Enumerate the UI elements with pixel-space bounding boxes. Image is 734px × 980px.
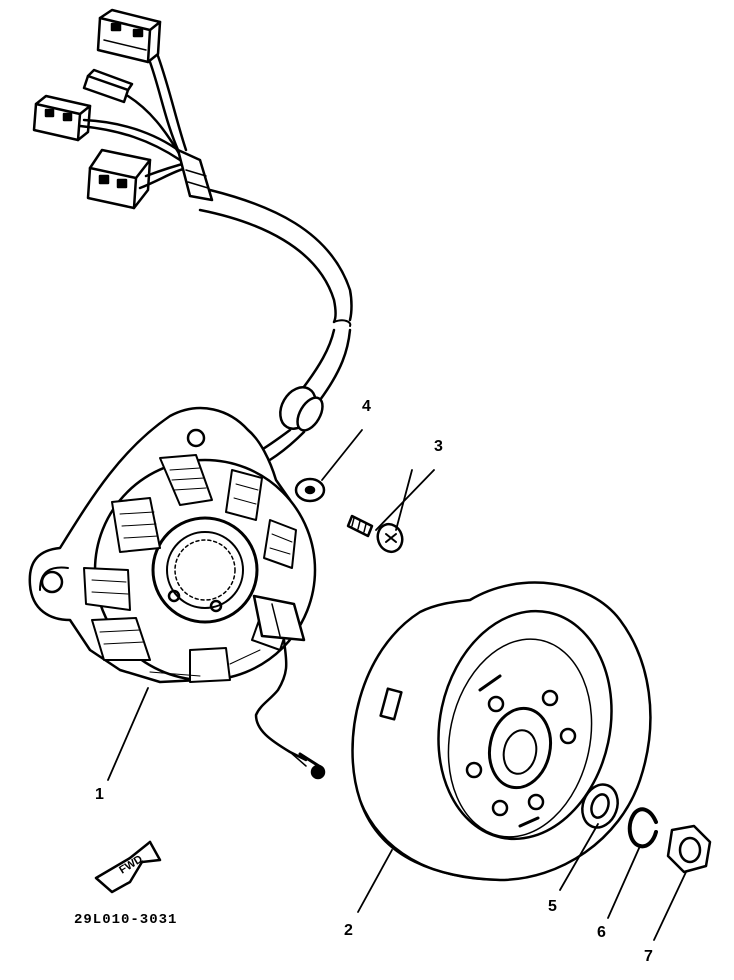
plain-washer-part-5: [581, 783, 619, 829]
part-number-2: 2: [344, 922, 353, 939]
part-number-4: 4: [362, 398, 371, 415]
part-number-5: 5: [548, 898, 557, 915]
grommet: [279, 386, 324, 432]
part-number-6: 6: [597, 924, 606, 941]
reference-code: 29L010-3031: [74, 912, 178, 928]
fwd-arrow-icon: FWD: [94, 840, 162, 894]
lock-washer-part-6: [627, 807, 658, 849]
wiring-harness: [32, 8, 353, 472]
rotor-part-2: [351, 581, 652, 882]
part-number-1: 1: [95, 786, 104, 803]
connector-left: [32, 94, 92, 142]
connector-pin: [82, 68, 134, 104]
connector-lower: [86, 148, 152, 210]
part-number-7: 7: [644, 948, 653, 965]
leader-lines: [107, 429, 687, 941]
stator: [28, 406, 326, 780]
nut-part-7: [666, 824, 712, 874]
part-number-3: 3: [434, 438, 443, 455]
screw-part-3: [346, 514, 404, 554]
washer-part-4: [294, 477, 326, 503]
connector-top: [96, 8, 162, 64]
